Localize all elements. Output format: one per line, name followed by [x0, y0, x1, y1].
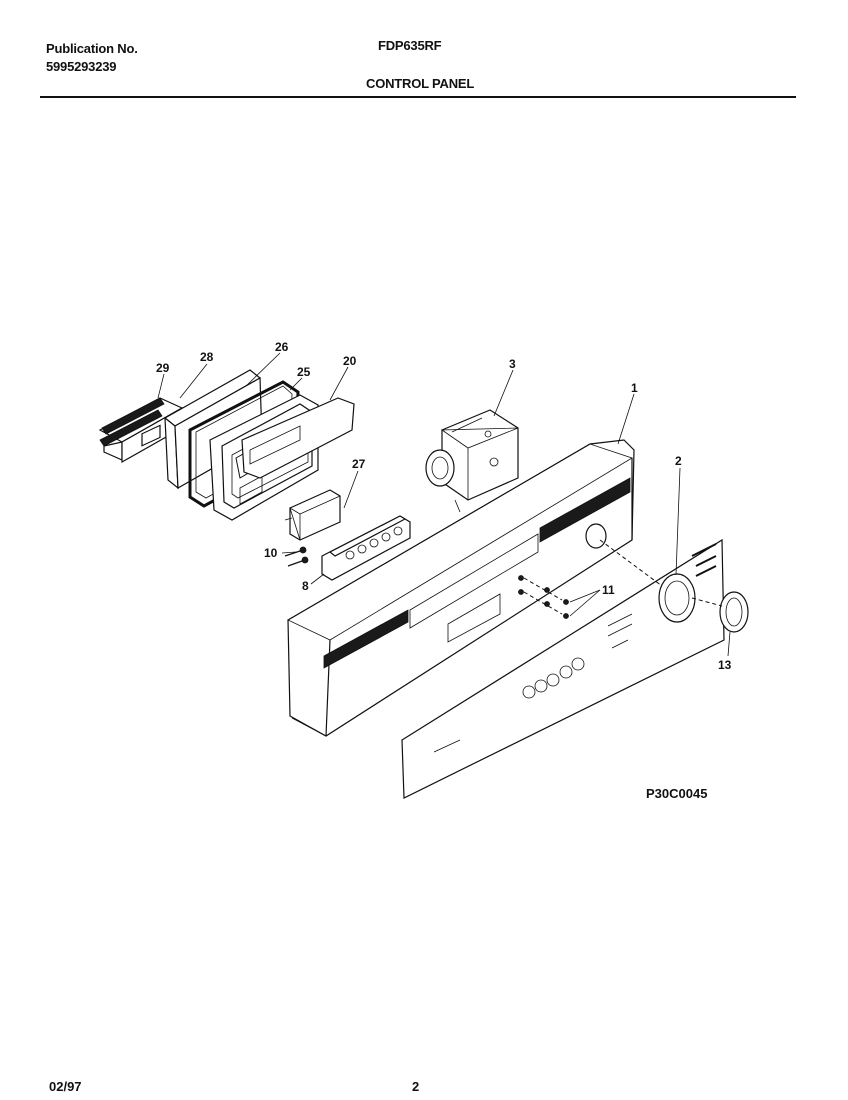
callout-leaders — [157, 352, 731, 657]
callout-20: 20 — [343, 354, 357, 368]
callout-1: 1 — [631, 381, 638, 395]
fascia-panel — [401, 538, 725, 799]
callout-26: 26 — [275, 340, 289, 354]
part-13-knob — [719, 591, 749, 633]
header-rule — [40, 96, 796, 98]
drawing-code: P30C0045 — [646, 786, 708, 801]
part-8-switch-bracket — [321, 515, 411, 581]
model-number: FDP635RF — [378, 38, 442, 53]
part-3-timer — [425, 409, 519, 513]
part-11-indicators — [518, 575, 569, 619]
publication-number: 5995293239 — [46, 59, 117, 74]
section-title: CONTROL PANEL — [366, 76, 475, 91]
callout-13: 13 — [718, 658, 732, 672]
callout-2: 2 — [675, 454, 682, 468]
page-number: 2 — [412, 1079, 420, 1094]
callout-11: 11 — [602, 583, 615, 597]
publication-label: Publication No. — [46, 41, 138, 56]
callout-10: 10 — [264, 546, 278, 560]
part-20-cover — [241, 397, 355, 479]
callout-8: 8 — [302, 579, 309, 593]
callout-25: 25 — [297, 365, 311, 379]
part-10-screws — [284, 546, 309, 567]
part-2-dial — [658, 573, 696, 623]
footer-date: 02/97 — [49, 1079, 82, 1094]
callout-28: 28 — [200, 350, 214, 364]
part-27-module — [284, 489, 341, 541]
callout-27: 27 — [352, 457, 366, 471]
callout-29: 29 — [156, 361, 170, 375]
callout-3: 3 — [509, 357, 516, 371]
part-1-control-panel — [287, 439, 635, 737]
